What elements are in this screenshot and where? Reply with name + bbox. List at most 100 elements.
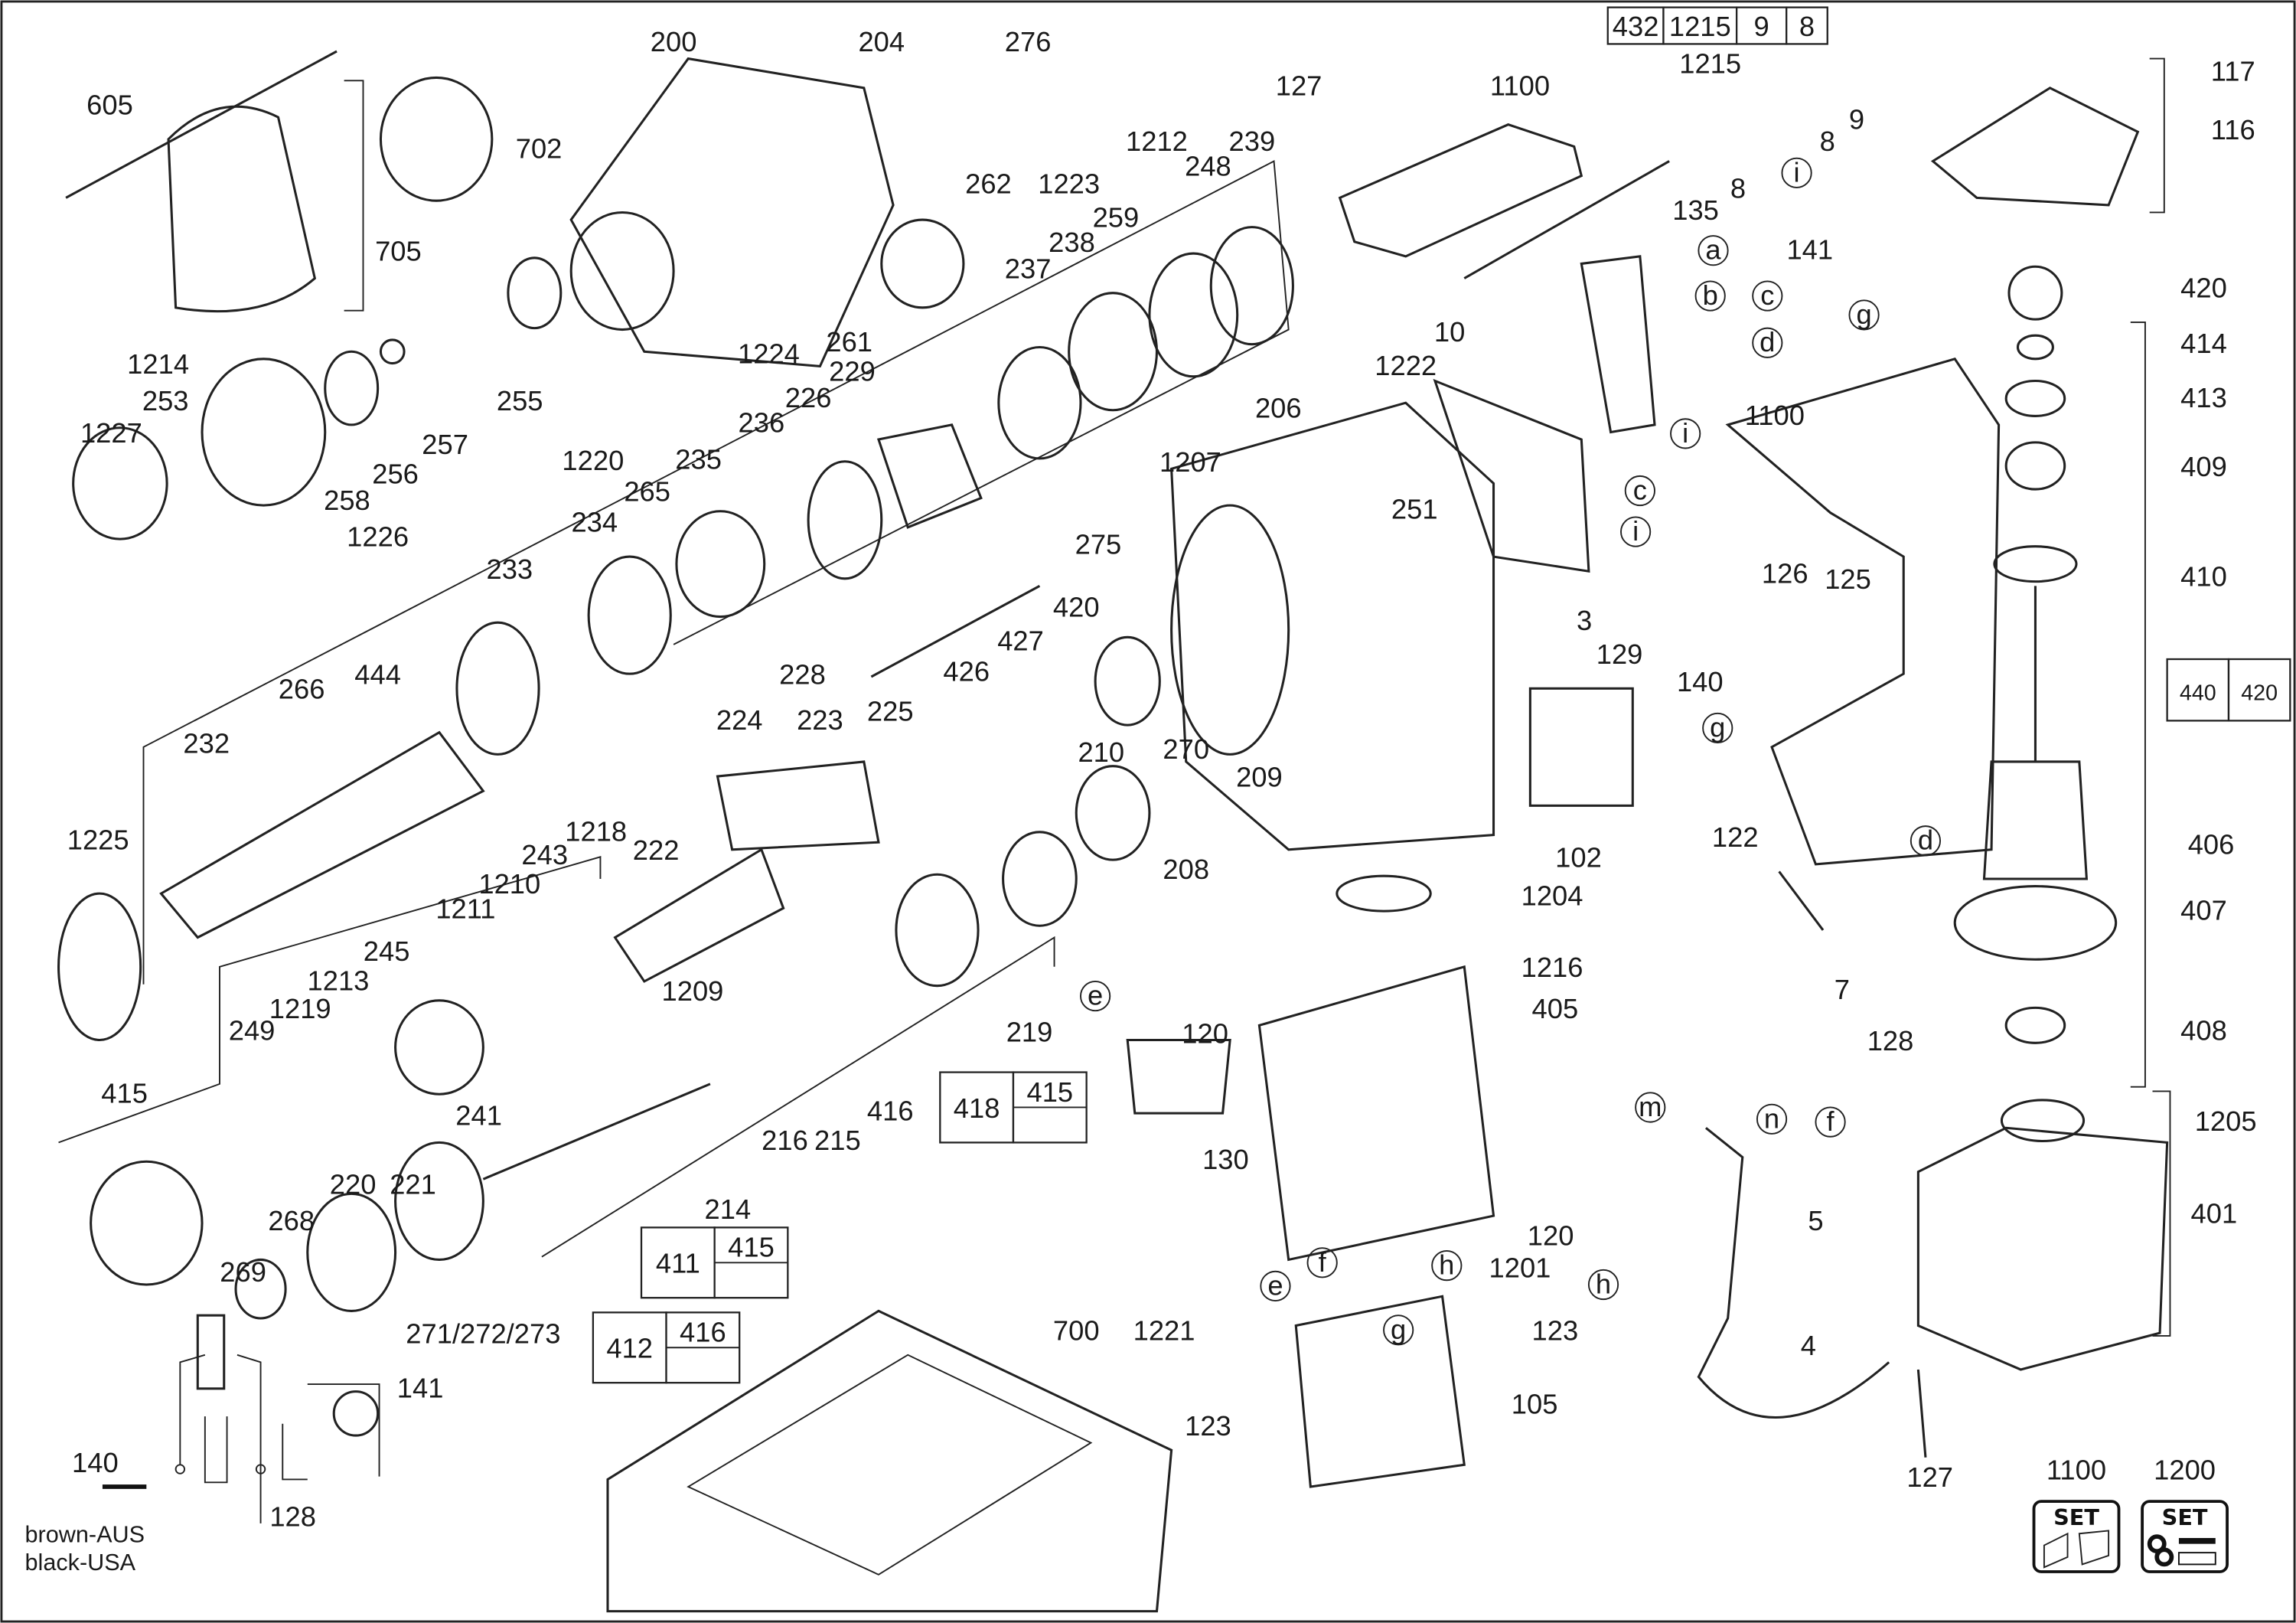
part-label: 271/272/273 [406,1318,560,1350]
part-label: 105 [1512,1388,1558,1419]
part-label: 129 [1596,638,1643,670]
part-label: 208 [1163,854,1209,885]
part-label: 123 [1532,1315,1579,1347]
part-label: 1227 [80,417,142,449]
gear-235-drawing [675,510,766,619]
wire-letter-marker: e [1080,980,1111,1012]
wire-letter-marker: f [1306,1246,1338,1278]
part-label: 1218 [565,815,627,847]
part-label: 243 [521,839,568,870]
part-label: 1223 [1038,168,1100,200]
shaft-drawing [482,1083,711,1181]
part-label: 221 [390,1168,436,1200]
gear-220-drawing [306,1192,397,1312]
part-label: 141 [397,1372,444,1403]
wire-letter-marker: i [1670,417,1701,449]
ring-237-drawing [997,345,1082,460]
pin-7-drawing [1778,870,1825,931]
part-label: 416 [867,1096,914,1127]
part-label: 261 [826,326,872,358]
part-label: 700 [1053,1315,1100,1347]
part-box-cell: 420 [2241,681,2278,706]
part-label: 266 [279,674,325,705]
rear-handle-drawing [1725,358,2001,866]
part-label: 705 [375,236,422,267]
part-label: 140 [72,1447,119,1478]
set-text: SET [2162,1504,2208,1530]
part-label: 235 [675,443,722,475]
chuck-1227-drawing [72,426,168,540]
part-label: 120 [1528,1220,1574,1251]
part-label: 8 [1820,126,1835,157]
part-label: 1209 [662,975,724,1007]
part-label: 1222 [1375,350,1437,381]
shaft-1100-drawing [1463,160,1670,279]
wire-letter-marker: g [1702,711,1733,744]
spring-233-drawing [455,621,540,756]
part-label: 1224 [738,338,800,370]
part-label: 9 [1849,103,1864,135]
wiring-note-usa: black-USA [25,1550,136,1576]
part-label: 1205 [2195,1105,2257,1137]
part-box-cell: 9 [1754,11,1769,42]
part-label: 241 [455,1099,502,1131]
fan-210-drawing [1075,765,1151,861]
side-cover-10-drawing [1433,378,1590,573]
part-label: 237 [1005,253,1052,285]
part-label: 605 [86,89,133,120]
bracket-415 [58,856,602,1144]
gear-221-drawing [394,1141,484,1261]
tube-415-drawing [90,1160,204,1286]
set-icons: SET SET [2032,1500,2229,1573]
wire-letter: i [1794,156,1800,188]
ring-1225-drawing [57,892,142,1041]
wire-letter: g [1856,299,1871,330]
wire-letter: a [1705,234,1721,266]
part-label: 206 [1255,392,1302,423]
part-label: 140 [1677,666,1724,697]
clutch-226-drawing [807,460,883,580]
part-label: 128 [1867,1025,1914,1056]
cylinder-222-drawing [613,847,785,983]
housing-set-icon: SET [2032,1500,2121,1573]
part-box-cell: 416 [680,1317,726,1348]
housing-flange-drawing [1170,504,1290,756]
part-label: 405 [1532,993,1579,1024]
gear-housing-drawing [569,57,895,367]
wire-letter: g [1391,1314,1406,1345]
part-label: 229 [829,356,876,387]
part-label: 233 [486,554,533,585]
wire-letter-marker: h [1431,1249,1463,1282]
part-label: 215 [814,1125,861,1156]
part-label: 1216 [1521,952,1583,983]
bearing-1205-drawing [2000,1099,2086,1143]
part-label: 200 [651,26,697,57]
part-label: 128 [269,1501,316,1533]
wire-letter-marker: m [1635,1091,1666,1123]
bearing-410-drawing [1993,545,2078,583]
ring-248-drawing [1148,252,1239,378]
housing-bore-drawing [569,211,675,331]
part-label: 127 [1906,1461,1953,1493]
bearing-413-drawing [2004,379,2066,417]
armature-406-drawing [1982,760,2089,880]
top-handle-drawing [1338,123,1583,258]
bracket-406 [2130,322,2146,1088]
spindle-232-drawing [159,730,485,939]
part-label: 1219 [269,993,331,1024]
bracket-444 [142,160,1290,985]
cap-702-drawing [379,76,494,202]
part-label: 251 [1391,493,1438,524]
piston-223-drawing [716,760,880,851]
wire-letter: g [1710,711,1725,743]
part-label: 1225 [67,825,129,856]
part-label: 216 [762,1125,808,1156]
part-label: 1204 [1521,880,1583,911]
part-label: 210 [1078,736,1124,768]
part-box-cell: 415 [728,1232,775,1263]
